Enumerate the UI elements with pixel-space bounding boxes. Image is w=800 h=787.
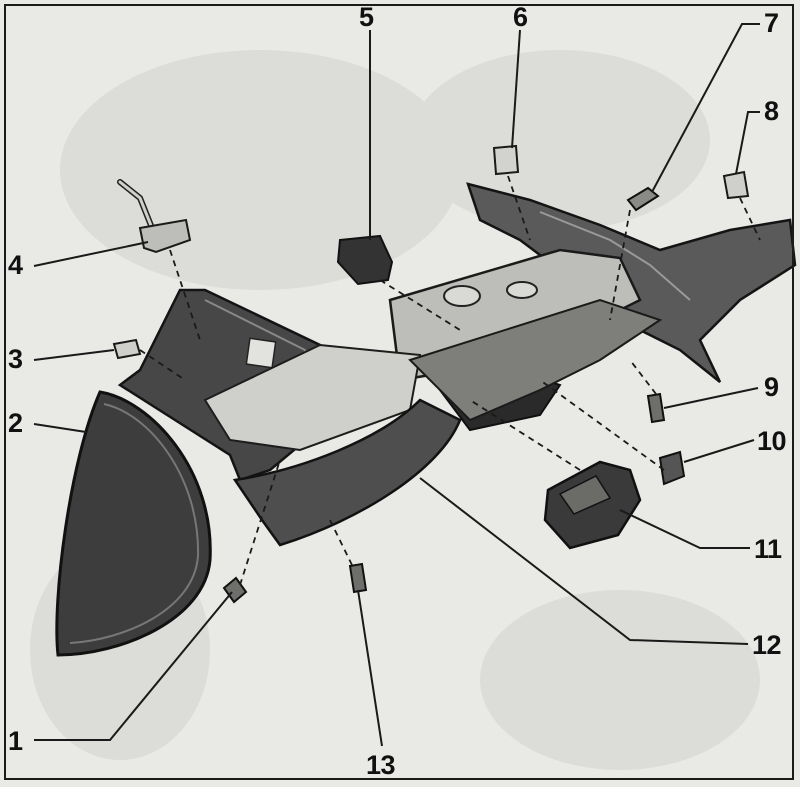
part-9-screw	[646, 392, 666, 424]
part-8-clip	[722, 170, 750, 200]
callout-10: 10	[757, 426, 787, 456]
dashboard-lower-trim	[117, 182, 797, 547]
part-3-clip	[112, 338, 142, 360]
part-5-block	[336, 234, 394, 286]
assembly-dashed-lines	[139, 175, 761, 586]
part-1-screw	[222, 576, 248, 604]
callout-5: 5	[359, 2, 374, 32]
callout-leader-lines	[33, 23, 760, 747]
callout-7: 7	[764, 8, 779, 38]
callout-13: 13	[366, 750, 396, 780]
callout-9: 9	[764, 372, 779, 402]
side-cover-panel	[55, 390, 212, 657]
callout-3: 3	[8, 344, 23, 374]
part-10-clip	[658, 450, 686, 486]
part-7-screw	[626, 186, 660, 212]
part-13-screw	[348, 562, 368, 594]
callout-2: 2	[8, 408, 23, 438]
callout-6: 6	[513, 2, 528, 32]
callout-11: 11	[754, 534, 782, 564]
callout-1: 1	[8, 726, 23, 756]
part-6-clip	[492, 144, 520, 176]
callout-4: 4	[8, 250, 23, 280]
callout-12: 12	[752, 630, 782, 660]
part-4-lamp	[117, 179, 192, 254]
part-11-switch	[543, 460, 642, 550]
callout-8: 8	[764, 96, 779, 126]
